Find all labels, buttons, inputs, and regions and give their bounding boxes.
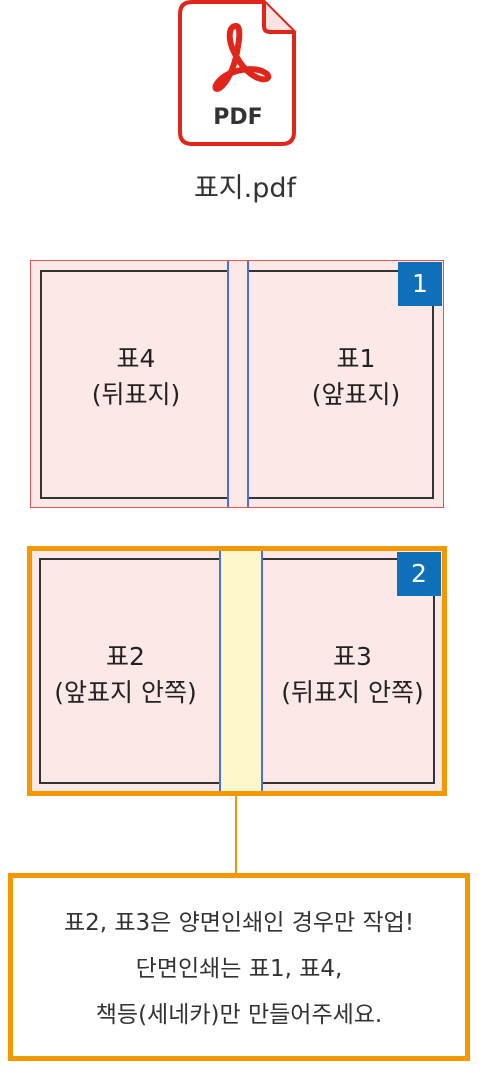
spine: [227, 261, 249, 507]
panel-subtitle: (뒤표지 안쪽): [281, 678, 424, 707]
pdf-file-icon: PDF: [178, 0, 298, 146]
note-line: 책등(세네카)만 만들어주세요.: [95, 1002, 383, 1028]
panel-title: 표3: [333, 642, 372, 671]
panel-subtitle: (뒤표지): [91, 380, 181, 409]
cover-layout-1: 1 표4 (뒤표지) 표1 (앞표지): [30, 260, 444, 508]
note-line: 표2, 표3은 양면인쇄인 경우만 작업!: [63, 910, 415, 936]
file-name: 표지.pdf: [193, 173, 297, 204]
panel-title: 표1: [336, 344, 376, 373]
panel-title: 표4: [116, 344, 156, 373]
callout-connector: [235, 796, 237, 874]
panel-back-cover: 표4 (뒤표지): [61, 341, 211, 413]
panel-subtitle: (앞표지): [311, 380, 401, 409]
panel-inside-back-cover: 표3 (뒤표지 안쪽): [263, 639, 442, 711]
step-badge: 2: [397, 552, 441, 596]
step-badge: 1: [398, 262, 442, 306]
panel-inside-front-cover: 표2 (앞표지 안쪽): [32, 639, 219, 711]
note-line: 단면인쇄는 표1, 표4,: [135, 956, 343, 982]
spine-highlight: [219, 551, 263, 791]
panel-front-cover: 표1 (앞표지): [271, 341, 441, 413]
panel-subtitle: (앞표지 안쪽): [54, 678, 197, 707]
pdf-icon-label: PDF: [213, 105, 262, 130]
cover-layout-2: 2 표2 (앞표지 안쪽) 표3 (뒤표지 안쪽): [27, 546, 447, 796]
panel-title: 표2: [106, 642, 145, 671]
instruction-note: 표2, 표3은 양면인쇄인 경우만 작업! 단면인쇄는 표1, 표4, 책등(세…: [8, 873, 470, 1061]
